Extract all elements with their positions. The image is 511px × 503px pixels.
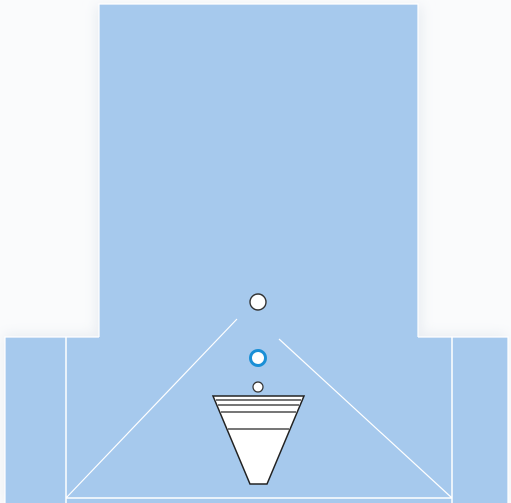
top-panel xyxy=(99,4,418,338)
ball-small[interactable] xyxy=(253,382,263,392)
ball-top[interactable] xyxy=(250,294,266,310)
ball-selected[interactable] xyxy=(251,351,266,366)
